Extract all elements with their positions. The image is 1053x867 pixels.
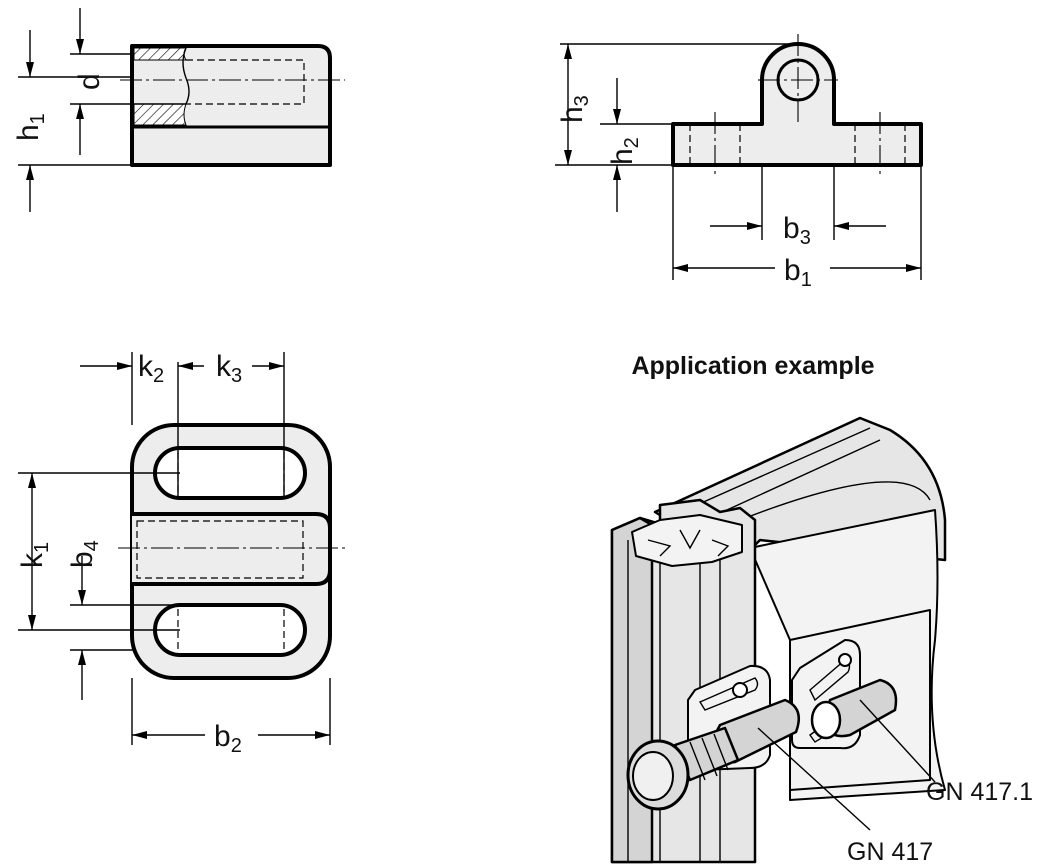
dim-b3: b3 — [783, 212, 811, 249]
top-view-center-lug — [132, 512, 332, 586]
dim-k1: k1 — [16, 542, 53, 568]
side-view-break-line — [182, 47, 190, 105]
dim-h2: h2 — [606, 137, 643, 165]
side-view-hidden-bore — [186, 59, 305, 105]
dim-k3: k3 — [216, 350, 242, 387]
dim-h3: h3 — [556, 95, 593, 123]
label-gn-417-1: GN 417.1 — [926, 778, 1033, 806]
application-example: Application example — [610, 352, 1033, 866]
side-view: h1 d — [12, 8, 345, 212]
side-view-section-top — [133, 47, 187, 61]
application-example-title: Application example — [631, 352, 874, 380]
dim-b2: b2 — [214, 720, 242, 757]
side-view-body — [130, 44, 332, 167]
dim-b4: b4 — [66, 540, 103, 568]
profile-cross-section — [631, 514, 743, 567]
side-view-section-bottom — [133, 103, 187, 126]
top-view: k2 k3 k1 b4 b2 — [16, 350, 345, 757]
dim-h1: h1 — [12, 113, 49, 141]
front-view: h3 h2 b3 b1 — [555, 34, 923, 291]
dim-d: d — [73, 73, 106, 90]
dim-b1: b1 — [784, 254, 812, 291]
dim-k2: k2 — [138, 350, 164, 387]
label-gn-417: GN 417 — [847, 838, 933, 866]
